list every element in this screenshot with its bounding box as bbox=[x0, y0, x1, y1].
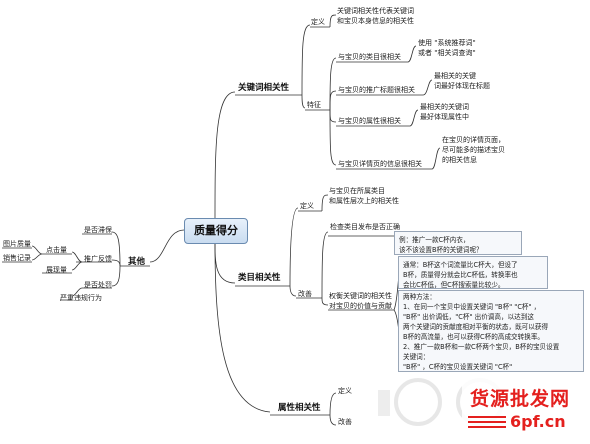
category-improve-text: 权衡关键词的相关性 对宝贝的价值与贡献 bbox=[329, 292, 392, 310]
other-item-clicks[interactable]: 点击量 bbox=[46, 246, 67, 254]
category-definition-label: 定义 bbox=[300, 202, 314, 210]
attribute-improve-label: 改善 bbox=[338, 418, 352, 426]
branch-attribute[interactable]: 属性相关性 bbox=[278, 403, 321, 413]
feature-category[interactable]: 与宝贝的类目很相关 bbox=[338, 53, 401, 61]
root-node[interactable]: 质量得分 bbox=[184, 218, 248, 244]
category-definition-text: 与宝贝在所属类目 和属性层次上的相关性 bbox=[329, 187, 399, 205]
feature-detail-page[interactable]: 与宝贝详情页的信息很相关 bbox=[338, 160, 422, 168]
other-item-impressions[interactable]: 展现量 bbox=[46, 266, 67, 274]
branch-keyword[interactable]: 关键词相关性 bbox=[238, 83, 290, 93]
feature-detail-page-note: 在宝贝的详情页面， 尽可能多的描述宝贝 的相关信息 bbox=[442, 136, 505, 164]
example-box: 例：推广一款C杯内衣， 该不该设置B杯的关键词呢？ bbox=[394, 231, 522, 255]
feature-title-note: 最相关的关键 词最好体现在标题 bbox=[434, 72, 490, 90]
watermark-url: 6pf.cn bbox=[510, 412, 566, 431]
other-item-violation[interactable]: 严重违规行为 bbox=[60, 294, 102, 302]
category-improve-label: 改善 bbox=[298, 290, 312, 298]
two-methods-box: 两种方法： 1、在同一个宝贝中设置关键词 "B杯" "C杯" ， "B杯" 出价… bbox=[398, 290, 584, 372]
site-watermark: 货源批发网 6pf.cn bbox=[462, 378, 582, 436]
branch-other[interactable]: 其他 bbox=[128, 257, 146, 267]
other-item-warranty[interactable]: 是否滞保 bbox=[84, 226, 112, 234]
other-item-image-quality[interactable]: 图片质量 bbox=[3, 240, 31, 248]
other-item-penalty[interactable]: 是否处罚 bbox=[84, 281, 112, 289]
keyword-definition-text: 关键词相关性代表关键词 和宝贝本身信息的相关性 bbox=[337, 7, 414, 25]
category-check[interactable]: 检查类目发布是否正确 bbox=[330, 223, 400, 231]
keyword-feature-label: 特征 bbox=[307, 101, 321, 109]
feature-attribute[interactable]: 与宝贝的属性很相关 bbox=[338, 117, 401, 125]
usual-case-box: 通常：B杯这个词流量比C杯大，但设了 B杯，质量得分就会比C杯低，转换率也 会比… bbox=[398, 256, 548, 289]
feature-title[interactable]: 与宝贝的推广标题很相关 bbox=[338, 86, 415, 94]
attribute-definition-label: 定义 bbox=[338, 387, 352, 395]
branch-category[interactable]: 类目相关性 bbox=[238, 273, 281, 283]
feature-attribute-note: 最相关的关键词 最好体现属性中 bbox=[420, 103, 469, 121]
other-item-sales-record[interactable]: 销售记录 bbox=[3, 254, 31, 262]
keyword-definition-label: 定义 bbox=[311, 18, 325, 26]
watermark-title: 货源批发网 bbox=[470, 388, 571, 410]
other-item-feedback[interactable]: 推广反馈 bbox=[84, 255, 112, 263]
feature-category-note: 使用 "系统推荐词" 或者 "相关词查询" bbox=[418, 39, 476, 57]
